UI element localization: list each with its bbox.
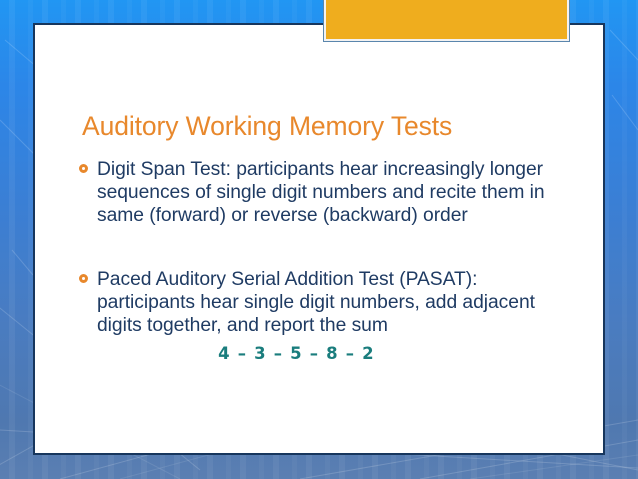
page-title: Auditory Working Memory Tests [82, 111, 453, 141]
digit-sequence-example: 4 – 3 – 5 – 8 – 2 [218, 344, 375, 363]
list-item: Digit Span Test: participants hear incre… [79, 158, 553, 228]
list-item-label: Digit Span Test: participants hear incre… [97, 159, 545, 227]
banner-fill [326, 0, 567, 39]
decorative-banner [323, 0, 570, 42]
list-item-label: Paced Auditory Serial Addition Test (PAS… [97, 269, 535, 337]
slide-text-content: Auditory Working Memory Tests Digit Span… [35, 25, 607, 457]
list-item: Paced Auditory Serial Addition Test (PAS… [79, 268, 553, 338]
ring-bullet-icon [79, 164, 88, 173]
slide-content-panel: Auditory Working Memory Tests Digit Span… [33, 23, 605, 455]
ring-bullet-icon [79, 274, 88, 283]
